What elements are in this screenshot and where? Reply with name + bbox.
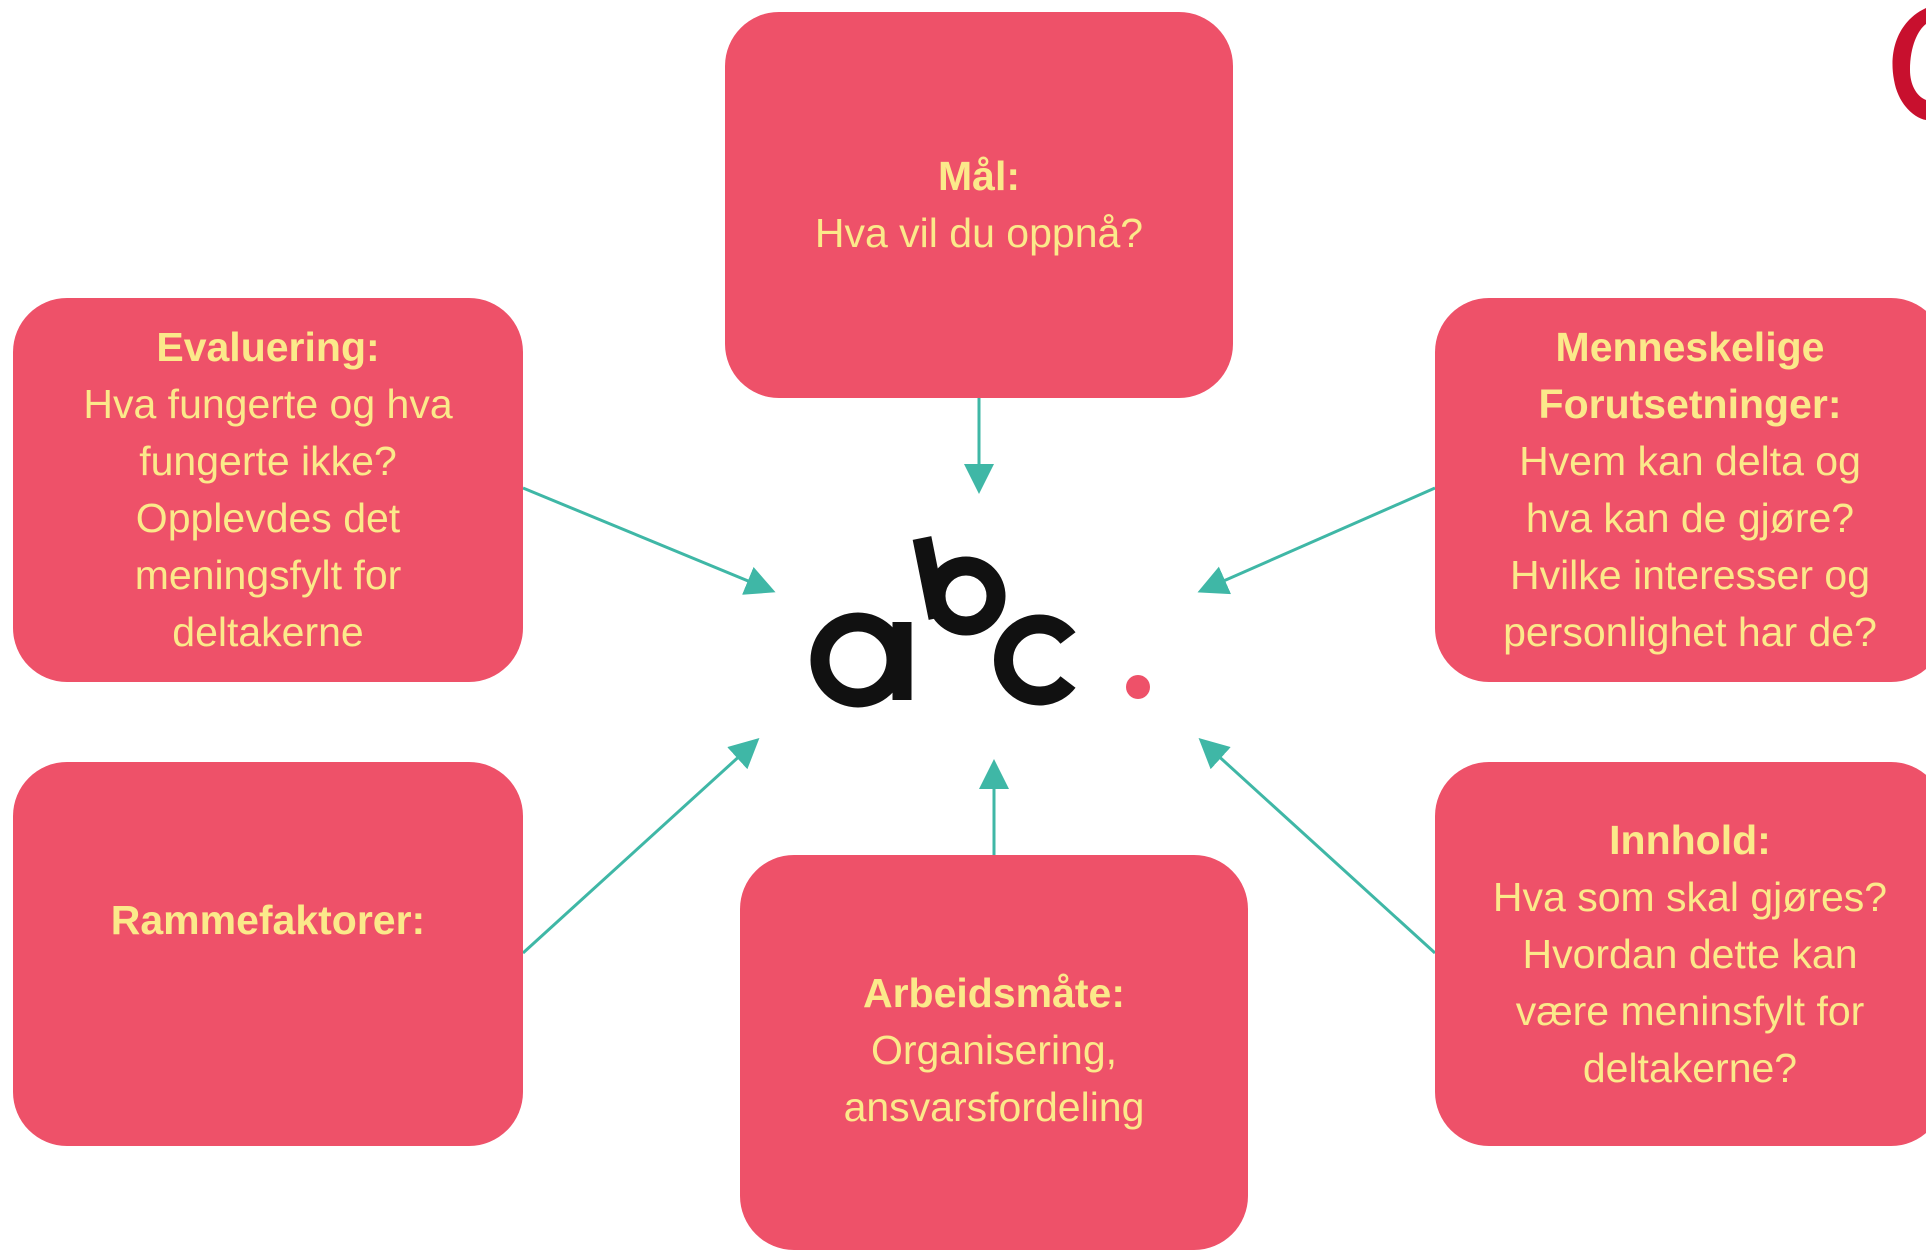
node-evaluering: Evaluering: Hva fungerte og hva fungerte…	[13, 298, 523, 682]
node-evaluering-desc: Hva fungerte og hva fungerte ikke? Opple…	[83, 381, 453, 655]
abc-logo-letter-a-bowl	[810, 612, 906, 708]
red-swirl-logo-icon	[1892, 8, 1926, 120]
abc-logo-dot	[1126, 675, 1150, 699]
node-innhold: Innhold: Hva som skal gjøres? Hvordan de…	[1435, 762, 1926, 1146]
node-mal: Mål: Hva vil du oppnå?	[725, 12, 1233, 398]
node-rammefaktorer: Rammefaktorer:	[13, 762, 523, 1146]
node-menneskelige-title: Menneskelige Forutsetninger:	[1538, 324, 1842, 427]
node-arbeidsmate: Arbeidsmåte: Organisering, ansvarsfordel…	[740, 855, 1248, 1250]
node-arbeidsmate-title: Arbeidsmåte:	[862, 970, 1125, 1016]
node-mal-title: Mål:	[938, 153, 1020, 199]
arrow-from-innhold	[1198, 737, 1437, 955]
node-arbeidsmate-desc: Organisering, ansvarsfordeling	[843, 1027, 1145, 1130]
abc-logo	[810, 536, 1150, 708]
node-rammefaktorer-title: Rammefaktorer:	[110, 897, 426, 943]
abc-logo-letter-c	[994, 614, 1076, 706]
node-mal-desc: Hva vil du oppnå?	[814, 210, 1144, 256]
arrow-from-evaluering	[522, 486, 776, 595]
node-menneskelige-desc: Hvem kan delta og hva kan de gjøre? Hvil…	[1503, 438, 1877, 655]
node-menneskelige-forutsetninger: Menneskelige Forutsetninger: Hvem kan de…	[1435, 298, 1926, 682]
arrow-from-rammefaktorer	[521, 737, 760, 955]
node-innhold-desc: Hva som skal gjøres? Hvordan dette kan v…	[1492, 873, 1888, 1091]
arrow-from-menneskelige	[1197, 486, 1436, 595]
node-innhold-title: Innhold:	[1609, 816, 1771, 863]
abc-logo-letter-b-bowl	[926, 556, 1006, 636]
node-evaluering-title: Evaluering:	[156, 324, 380, 370]
